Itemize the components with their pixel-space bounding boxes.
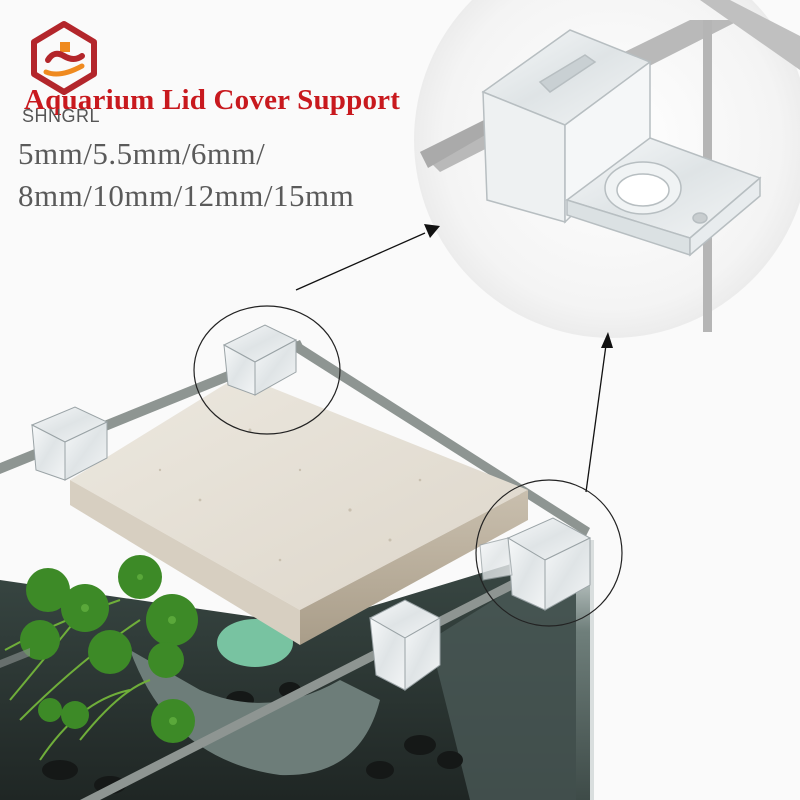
- callout-circles: [193, 305, 623, 627]
- aquatic-plants: [4, 555, 198, 761]
- sizes-line-1: 5mm/5.5mm/6mm/: [18, 136, 266, 171]
- sizes-line-2: 8mm/10mm/12mm/15mm: [18, 178, 355, 213]
- lid-support-clips: [30, 324, 592, 691]
- clip-front: [368, 599, 442, 691]
- brand-logo-icon: [31, 21, 97, 95]
- stone-slab: [70, 375, 528, 645]
- callout-arrows: [295, 224, 613, 493]
- brand-watermark: SHNGRL: [22, 106, 101, 126]
- clip-right-corner: [479, 517, 592, 611]
- clip-back: [222, 324, 298, 396]
- clip-left: [30, 406, 109, 481]
- product-title: Aquarium Lid Cover Support: [24, 84, 401, 116]
- aquarium-tank: [0, 540, 594, 800]
- enlarged-clip-icon: [481, 29, 762, 257]
